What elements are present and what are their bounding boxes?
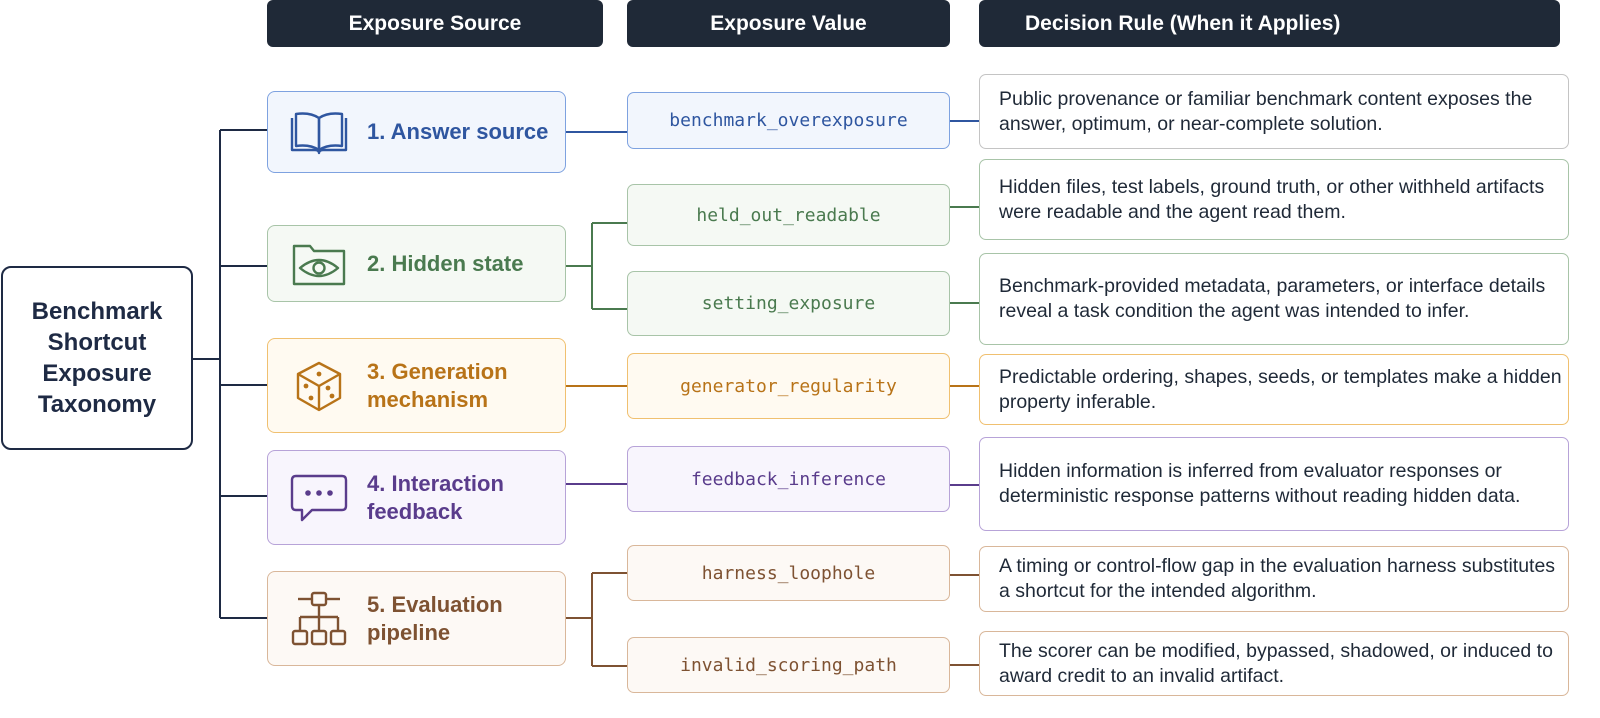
value-invalid-scoring-path: invalid_scoring_path (627, 637, 950, 693)
source-label: 5. Evaluation pipeline (367, 591, 503, 645)
rule-generator-regularity: Predictable ordering, shapes, seeds, or … (979, 354, 1569, 425)
value-benchmark-overexposure: benchmark_overexposure (627, 92, 950, 149)
eye-folder-icon (292, 244, 346, 285)
source-hidden-state: 2. Hidden state (267, 225, 566, 302)
rule-invalid-scoring-path: The scorer can be modified, bypassed, sh… (979, 631, 1569, 696)
value-setting-exposure: setting_exposure (627, 271, 950, 336)
chat-bubble-icon (290, 474, 348, 521)
source-label: 4. Interaction feedback (367, 470, 504, 524)
hierarchy-icon (291, 591, 347, 645)
source-generation-mechanism: 3. Generation mechanism (267, 338, 566, 433)
rule-setting-exposure: Benchmark-provided metadata, parameters,… (979, 253, 1569, 345)
book-icon (290, 112, 348, 155)
source-evaluation-pipeline: 5. Evaluation pipeline (267, 571, 566, 666)
source-label: 3. Generation mechanism (367, 358, 508, 412)
header-decision-rule: Decision Rule (When it Applies) (979, 0, 1560, 47)
rule-benchmark-overexposure: Public provenance or familiar benchmark … (979, 74, 1569, 149)
source-label: 2. Hidden state (367, 250, 524, 276)
taxonomy-root-label: Benchmark Shortcut Exposure Taxonomy (31, 298, 163, 418)
header-exposure-value: Exposure Value (627, 0, 950, 47)
taxonomy-root: Benchmark Shortcut Exposure Taxonomy (1, 266, 193, 450)
header-exposure-source: Exposure Source (267, 0, 603, 47)
value-generator-regularity: generator_regularity (627, 353, 950, 419)
source-label: 1. Answer source (367, 119, 549, 144)
rule-held-out-readable: Hidden files, test labels, ground truth,… (979, 159, 1569, 240)
dice-icon (296, 361, 342, 411)
value-feedback-inference: feedback_inference (627, 446, 950, 512)
rule-harness-loophole: A timing or control-flow gap in the eval… (979, 546, 1569, 612)
source-answer-source: 1. Answer source (267, 91, 566, 173)
value-harness-loophole: harness_loophole (627, 545, 950, 601)
source-interaction-feedback: 4. Interaction feedback (267, 450, 566, 545)
value-held-out-readable: held_out_readable (627, 184, 950, 246)
rule-feedback-inference: Hidden information is inferred from eval… (979, 437, 1569, 531)
